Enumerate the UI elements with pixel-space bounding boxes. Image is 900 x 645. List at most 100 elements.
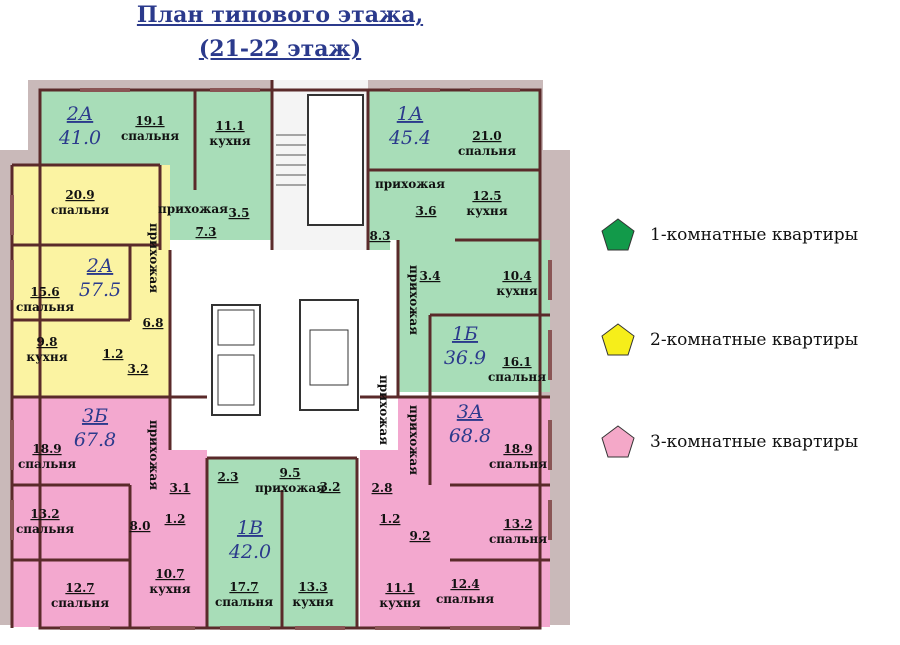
room-area: 12.7 (65, 581, 94, 595)
apt-1a-fill (368, 90, 540, 240)
apartment-code: 1В (237, 517, 263, 539)
room-area: 9.5 (280, 466, 301, 480)
room-name: спальня (458, 144, 516, 158)
room-area: 8.0 (130, 519, 151, 533)
room-name: спальня (489, 532, 547, 546)
legend-item-2: 2-комнатные квартиры (600, 320, 858, 360)
legend-label-3: 3-комнатные квартиры (650, 432, 859, 452)
apartment-area: 41.0 (58, 127, 101, 149)
room-name: спальня (51, 596, 109, 610)
room-name: прихожая (158, 202, 228, 216)
hallway-label-vertical: прихожая (147, 420, 161, 490)
windows (10, 88, 552, 630)
room-area: 19.1 (135, 114, 164, 128)
elevator-2-cab (309, 329, 349, 386)
apartment-code: 3А (457, 401, 483, 423)
apartment-code: 1Б (452, 323, 478, 345)
legend-swatch-3 (601, 425, 635, 458)
room-area: 15.6 (30, 285, 59, 299)
hallway-label-vertical: прихожая (407, 405, 421, 475)
room-name: спальня (121, 129, 179, 143)
apartment-area: 36.9 (444, 347, 486, 369)
room-area: 12.5 (472, 189, 501, 203)
room-name: кухня (26, 350, 67, 364)
pentagon-icon (601, 323, 635, 356)
apartment-code: 2А (66, 103, 93, 125)
walls (10, 80, 550, 630)
legend-item-1: 1-комнатные квартиры (600, 215, 858, 255)
room-area: 11.1 (215, 119, 244, 133)
legend-swatch-2 (601, 323, 635, 356)
room-name: спальня (18, 457, 76, 471)
room-area: 12.4 (450, 577, 479, 591)
room-area: 3.2 (128, 362, 149, 376)
stair-steps (276, 134, 306, 186)
room-name: спальня (51, 203, 109, 217)
room-area: 13.2 (503, 517, 532, 531)
room-name: спальня (16, 522, 74, 536)
room-area: 3.5 (229, 206, 250, 220)
room-name: спальня (436, 592, 494, 606)
room-name: спальня (489, 457, 547, 471)
room-area: 13.3 (298, 580, 327, 594)
pentagon-icon (601, 425, 635, 458)
corridor (170, 250, 398, 450)
apartment-code: 2А (86, 255, 113, 277)
legend-label-2: 2-комнатные квартиры (650, 330, 859, 350)
room-name: кухня (209, 134, 250, 148)
apartment-code: 1А (397, 103, 423, 125)
room-area: 1.2 (165, 512, 186, 526)
room-area: 20.9 (65, 188, 94, 202)
room-area: 7.3 (196, 225, 217, 239)
apartment-labels: 2А41.01А45.42А57.51Б36.93Б67.83А68.81В42… (58, 103, 491, 563)
room-area: 3.4 (420, 269, 441, 283)
elevator-1 (211, 304, 261, 416)
apartment-code: 3Б (82, 405, 108, 427)
room-area: 13.2 (30, 507, 59, 521)
apartment-area: 57.5 (79, 279, 121, 301)
room-area: 9.2 (410, 529, 431, 543)
room-area: 18.9 (503, 442, 532, 456)
room-area: 9.8 (37, 335, 58, 349)
room-name: кухня (466, 204, 507, 218)
room-area: 11.1 (385, 581, 414, 595)
room-area: 16.1 (502, 355, 531, 369)
page-title: План типового этажа, (136, 2, 424, 28)
room-area: 2.8 (372, 481, 393, 495)
hallway-label-vertical: прихожая (377, 375, 391, 445)
room-area: 3.1 (170, 481, 191, 495)
apartment-area: 68.8 (449, 425, 491, 447)
apartment-area: 45.4 (388, 127, 431, 149)
room-labels: 19.1спальня11.1кухня3.57.3прихожая21.0сп… (16, 114, 547, 610)
room-area: 10.4 (502, 269, 531, 283)
hallway-label-vertical: прихожая (407, 265, 421, 335)
room-name: кухня (379, 596, 420, 610)
hallway-label-vertical: прихожая (147, 223, 161, 293)
stairwell (307, 94, 364, 226)
room-area: 10.7 (155, 567, 184, 581)
vertical-labels: прихожая прихожая прихожая прихожая прихожая (147, 223, 421, 490)
apartment-area: 67.8 (74, 429, 116, 451)
room-area: 21.0 (472, 129, 501, 143)
room-area: 2.3 (218, 470, 239, 484)
room-name: прихожая (255, 481, 325, 495)
room-area: 1.2 (380, 512, 401, 526)
building-core (170, 80, 398, 450)
room-area: 8.3 (370, 229, 391, 243)
room-area: 17.7 (229, 580, 258, 594)
room-name: кухня (149, 582, 190, 596)
room-area: 1.2 (103, 347, 124, 361)
elevator-2 (299, 299, 359, 411)
legend-swatch-1 (601, 218, 635, 251)
room-name: спальня (215, 595, 273, 609)
apt-2a-left-fill (12, 165, 170, 397)
elevator-1-cab-b (217, 354, 255, 406)
page-subtitle: (21-22 этаж) (198, 36, 362, 62)
room-area: 18.9 (32, 442, 61, 456)
elevator-1-cab-a (217, 309, 255, 346)
room-area: 3.2 (320, 480, 341, 494)
room-name: спальня (488, 370, 546, 384)
room-name: кухня (292, 595, 333, 609)
pentagon-icon (601, 218, 635, 251)
